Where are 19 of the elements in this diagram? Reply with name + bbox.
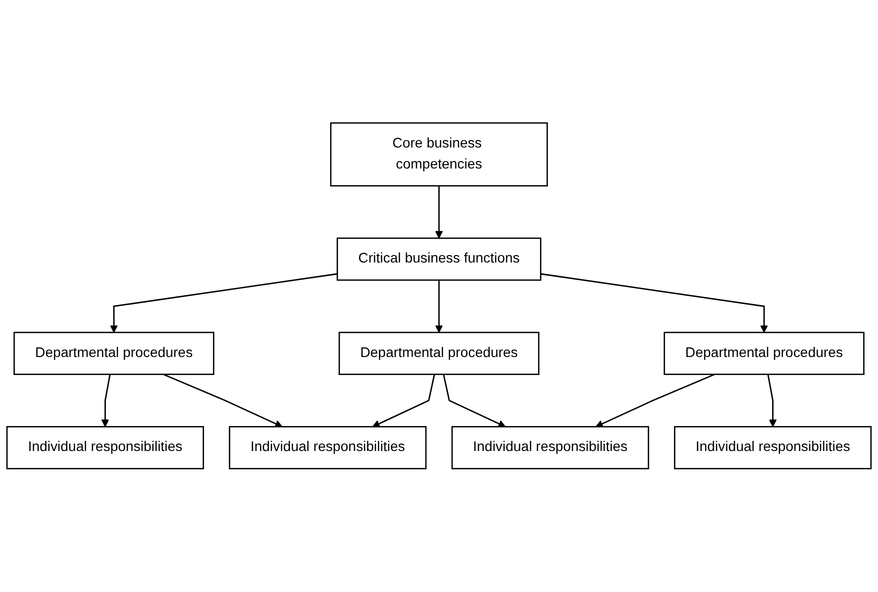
arrow [540,273,768,333]
arrow [435,186,443,239]
node-box: Individual responsibilities [451,426,650,470]
arrow [372,374,436,428]
node-box: Individual responsibilities [6,426,204,470]
node-box: Individual responsibilities [228,426,427,470]
arrow [101,374,111,428]
arrow [596,374,715,428]
arrow [110,273,338,333]
node-box: Departmental procedures [664,332,864,376]
arrow [767,374,777,428]
node-box: Core business competencies [330,122,548,187]
arrow [163,374,282,428]
node-box: Individual responsibilities [674,426,872,470]
arrow [435,280,443,333]
arrow [442,374,506,428]
node-box: Departmental procedures [14,332,214,376]
node-box: Critical business functions [336,238,542,281]
node-box: Departmental procedures [338,332,540,376]
